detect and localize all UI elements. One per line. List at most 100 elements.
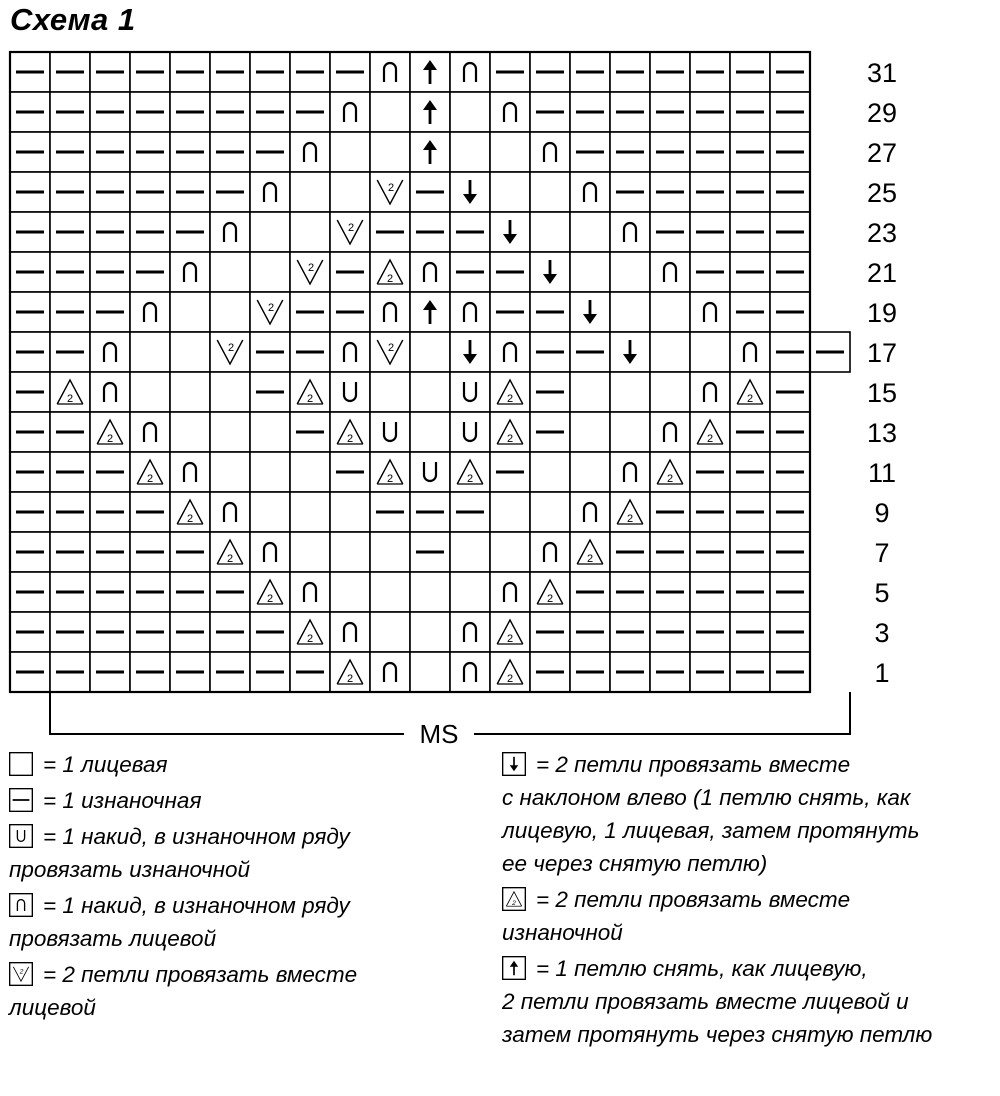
chart-cell	[529, 411, 571, 453]
chart-cell: 2	[289, 371, 331, 413]
legend-text: ее через снятую петлю)	[502, 851, 768, 876]
chart-cell	[769, 131, 811, 173]
chart-cell	[289, 491, 331, 533]
purl-two-together-symbol: 2	[576, 538, 604, 565]
purl-two-together-symbol: 2	[56, 378, 84, 405]
chart-cell	[769, 211, 811, 253]
chart-cell	[209, 131, 251, 173]
yarn-over-knit-symbol	[462, 301, 478, 322]
central-double-decrease-symbol	[423, 100, 437, 124]
yarn-over-purl-symbol	[382, 422, 398, 443]
svg-text:2: 2	[467, 473, 473, 485]
chart-cell	[409, 251, 451, 293]
central-double-decrease-symbol	[423, 60, 437, 84]
chart-cell	[409, 331, 451, 373]
yarn-over-knit-symbol	[622, 461, 638, 482]
chart-cell	[369, 91, 411, 133]
chart-cell	[409, 171, 451, 213]
svg-text:2: 2	[67, 393, 73, 405]
chart-cell	[449, 291, 491, 333]
chart-cell	[369, 571, 411, 613]
chart-cell	[689, 491, 731, 533]
chart-cell	[169, 251, 211, 293]
chart-cell	[209, 51, 251, 93]
chart-cell: 2	[169, 491, 211, 533]
chart-cell	[729, 411, 771, 453]
row-number: 1	[874, 658, 889, 688]
svg-text:2: 2	[348, 222, 354, 234]
left-leaning-decrease-symbol	[463, 180, 477, 204]
chart-cell	[609, 171, 651, 213]
chart-cell	[489, 211, 531, 253]
chart-cell	[529, 291, 571, 333]
chart-cell	[609, 211, 651, 253]
yarn-over-purl-symbol	[342, 382, 358, 403]
chart-cell	[449, 411, 491, 453]
chart-cell	[409, 371, 451, 413]
chart-cell	[169, 91, 211, 133]
chart-cell	[369, 531, 411, 573]
chart-cell	[609, 571, 651, 613]
chart-cell	[9, 331, 51, 373]
chart-cell	[689, 451, 731, 493]
yarn-over-knit-symbol	[702, 301, 718, 322]
chart-cell: 2	[249, 571, 291, 613]
chart-cell	[609, 51, 651, 93]
chart-cell	[89, 211, 131, 253]
chart-cell	[49, 331, 91, 373]
chart-cell	[529, 51, 571, 93]
chart-cell	[409, 91, 451, 133]
purl-two-together-symbol: 2	[496, 658, 524, 685]
yarn-over-knit-symbol	[142, 421, 158, 442]
chart-cell: 2	[489, 611, 531, 653]
svg-text:2: 2	[307, 633, 313, 645]
chart-cell	[169, 651, 211, 693]
legend-text: = 2 петли провязать вместе	[536, 887, 851, 912]
chart-cell	[329, 91, 371, 133]
chart-cell	[689, 531, 731, 573]
chart-cell: 2	[209, 531, 251, 573]
yarn-over-knit-symbol	[742, 341, 758, 362]
chart-cell	[49, 411, 91, 453]
yarn-over-knit-symbol	[182, 461, 198, 482]
yarn-over-knit-symbol	[16, 898, 26, 911]
chart-cell	[89, 571, 131, 613]
chart-cell	[329, 331, 371, 373]
row-number: 5	[874, 578, 889, 608]
left-leaning-decrease-symbol	[623, 340, 637, 364]
svg-text:2: 2	[547, 593, 553, 605]
chart-cell	[289, 51, 331, 93]
chart-cell	[449, 611, 491, 653]
chart-cell	[609, 611, 651, 653]
chart-cell	[169, 211, 211, 253]
chart-cell	[489, 51, 531, 93]
chart-cell	[289, 171, 331, 213]
legend-item: = 1 изнаночная	[9, 784, 449, 817]
chart-cell	[449, 211, 491, 253]
chart-cell	[529, 251, 571, 293]
chart-title: Схема 1	[10, 2, 136, 37]
chart-cell	[689, 251, 731, 293]
legend-item: = 1 петлю снять, как лицевую,2 петли про…	[502, 952, 992, 1051]
chart-cell	[649, 131, 691, 173]
left-leaning-decrease-symbol	[503, 220, 517, 244]
svg-text:2: 2	[307, 393, 313, 405]
purl-two-together-symbol: 2	[176, 498, 204, 525]
chart-cell	[449, 331, 491, 373]
chart-cell	[689, 291, 731, 333]
chart-cell	[89, 131, 131, 173]
chart-cell	[609, 331, 651, 373]
chart-cell: 2	[649, 451, 691, 493]
chart-cell	[249, 211, 291, 253]
chart-cell	[449, 371, 491, 413]
chart-cell	[609, 531, 651, 573]
chart-cell	[329, 491, 371, 533]
svg-text:2: 2	[667, 473, 673, 485]
yarn-over-knit-symbol	[382, 661, 398, 682]
svg-text:2: 2	[347, 433, 353, 445]
legend-text: = 2 петли провязать вместе	[536, 752, 851, 777]
yarn-over-knit-symbol	[182, 261, 198, 282]
